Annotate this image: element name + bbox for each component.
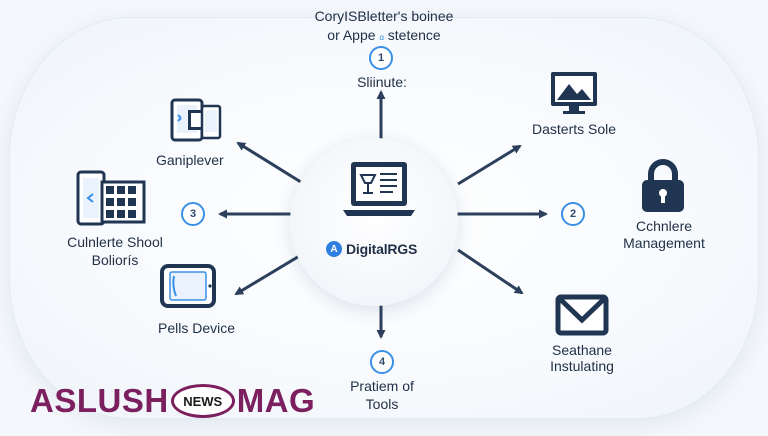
title-line-2: or Appe ɑ stetence bbox=[300, 27, 468, 46]
watermark-right: MAG bbox=[236, 382, 316, 419]
node-left-label-line-1: Culnlerte Shool bbox=[67, 234, 163, 250]
arrow-bottom-left bbox=[234, 250, 307, 296]
title-line-2-end: stetence bbox=[387, 27, 441, 43]
tablet-screens-icon bbox=[170, 98, 222, 142]
tablet-device-icon bbox=[160, 264, 216, 308]
node-left-label-line-2: Boliorís bbox=[91, 252, 139, 268]
node-right-label-line-2: Management bbox=[623, 235, 705, 251]
title-line-2-start: or Appe bbox=[327, 27, 376, 43]
node-bottom-label-line-2: Tools bbox=[365, 396, 399, 412]
node-bottom-number: 4 bbox=[370, 350, 394, 374]
arrow-top-left bbox=[236, 141, 305, 186]
node-bottom-left-label: Pells Device bbox=[158, 320, 236, 336]
hub-brand: A DigitalRGS bbox=[326, 238, 446, 260]
node-bottom-right-label-line-1: Seathane bbox=[552, 342, 612, 358]
node-bottom-label-line-1: Pratiem of bbox=[350, 378, 414, 394]
node-top-label: Sliinute: bbox=[357, 74, 407, 90]
node-bottom-right-label-line-2: Instulating bbox=[550, 358, 614, 374]
node-top-number: 1 bbox=[369, 46, 393, 70]
node-right-number: 2 bbox=[561, 202, 585, 226]
node-top-left-label: Ganiplever bbox=[156, 152, 224, 168]
mail-envelope-icon bbox=[555, 294, 609, 336]
node-top-right-label: Dasterts Sole bbox=[532, 121, 617, 137]
watermark-left: ASLUSH bbox=[30, 382, 169, 419]
watermark-news-badge: NEWS bbox=[170, 384, 235, 418]
title-line-1: CoryISBletter's boinee bbox=[314, 8, 454, 24]
watermark-logo: ASLUSH NEWS MAG bbox=[30, 381, 315, 421]
hub-brand-label: DigitalRGS bbox=[346, 241, 418, 257]
arrow-top-right bbox=[457, 144, 522, 186]
node-left-number: 3 bbox=[181, 202, 205, 226]
school-buildings-icon bbox=[76, 170, 146, 226]
title-line-2-small: ɑ bbox=[379, 33, 384, 42]
monitor-mountain-icon bbox=[551, 72, 597, 114]
arrow-bottom-right bbox=[457, 248, 524, 295]
lock-icon bbox=[642, 159, 684, 212]
brand-badge-icon: A bbox=[326, 241, 342, 257]
node-right-label-line-1: Cchnlere bbox=[635, 218, 693, 234]
laptop-icon bbox=[343, 162, 415, 216]
